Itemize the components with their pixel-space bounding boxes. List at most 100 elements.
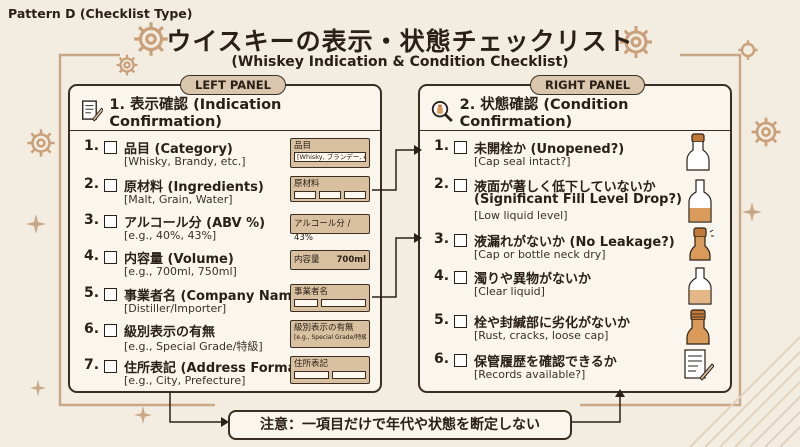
label-sample-title: 品目 [294,141,312,151]
item-label: 級別表示の有無 [124,325,216,340]
item-number: 6. [84,321,100,337]
checkbox[interactable] [104,360,117,373]
checkbox[interactable] [454,179,467,192]
label-sample-value: 700ml [336,255,366,265]
checkbox[interactable] [454,354,467,367]
checkbox[interactable] [454,141,467,154]
label-sample-sub: [Whisky, ブランデー, etc.] [294,151,366,162]
item-number: 3. [84,212,100,228]
label-sample-address: 住所表記 [290,356,370,384]
label-sample-grade: 級別表示の有無 [e.g., Special Grade/特級 [290,320,370,348]
records-document-icon [684,349,714,381]
gear-icon [738,40,758,60]
item-example: [Cap seal intact?] [474,155,571,168]
item-number: 5. [434,312,450,328]
bottle-fill-level-icon [688,179,712,223]
gear-icon [27,129,55,157]
item-label: 濁りや異物がないか [474,272,592,287]
right-panel-title: 2. 状態確認 (Condition Confirmation) [459,96,629,130]
pattern-tag: Pattern D (Checklist Type) [8,6,193,21]
item-example: [Rust, cracks, loose cap] [474,329,609,342]
item-label: アルコール分 (ABV %) [124,216,266,231]
page-subtitle: (Whiskey Indication & Condition Checklis… [231,54,569,70]
gear-icon [751,117,781,147]
item-example: [e.g., City, Prefecture] [124,374,246,387]
label-sample-category: 品目 [Whisky, ブランデー, etc.] [290,138,370,168]
item-label: 原材料 (Ingredients) [124,180,264,195]
item-label: 栓や封緘部に劣化がないか [474,316,631,331]
item-number: 1. [84,138,100,154]
bottle-cap-rust-icon [686,309,710,345]
item-label: 品目 (Category) [124,142,233,157]
left-panel-header: 1. 表示確認 (Indication Confirmation) [80,96,370,130]
document-pen-icon [82,100,104,122]
label-sample-sub: [e.g., Special Grade/特級 [294,333,366,341]
item-example: [Whisky, Brandy, etc.] [124,155,246,168]
item-number: 4. [434,268,450,284]
page-title: ウイスキーの表示・状態チェックリスト [166,27,634,56]
item-number: 2. [84,176,100,192]
label-sample-title: 原材料 [294,179,320,189]
item-number: 3. [434,231,450,247]
gear-icon [134,22,168,56]
checkbox[interactable] [454,271,467,284]
item-label-en: (Significant Fill Level Drop?) [474,192,682,207]
left-panel-title: 1. 表示確認 (Indication Confirmation) [109,96,282,130]
label-sample-abv: アルコール分 / 43% [290,214,370,243]
checkbox[interactable] [454,315,467,328]
right-panel-header: 2. 状態確認 (Condition Confirmation) [430,96,720,130]
bottle-clear-icon [688,267,712,305]
gear-icon [620,26,652,58]
item-example: [Cap or bottle neck dry] [474,248,606,261]
item-number: 7. [84,357,100,373]
right-panel-label: RIGHT PANEL [530,75,646,95]
caution-note: 注意：一項目だけで年代や状態を断定しない [228,410,572,440]
item-label: 未開栓か (Unopened?) [474,142,625,157]
bottle-neck-icon [689,227,714,261]
item-example: [Distiller/Importer] [124,302,227,315]
label-sample-title: 住所表記 [294,359,329,369]
item-example: [e.g., 700ml, 750ml] [124,265,237,278]
label-sample-title: 内容量 [294,255,320,265]
item-label: 住所表記 (Address Format) [124,361,309,376]
item-number: 4. [84,248,100,264]
label-sample-volume: 内容量 700ml [290,250,370,270]
sparkle-icon [26,214,46,234]
item-label: 保管履歴を確認できるか [474,355,617,370]
bottle-cap-sealed-icon [686,133,710,171]
checkbox[interactable] [104,141,117,154]
sparkle-icon [742,202,762,222]
gear-icon [116,54,138,76]
sparkle-icon [134,406,152,424]
left-panel-label: LEFT PANEL [180,75,286,95]
item-number: 2. [434,176,450,192]
checkbox[interactable] [104,324,117,337]
item-label: 事業者名 (Company Name) [124,289,307,304]
checkbox[interactable] [104,215,117,228]
item-number: 5. [84,285,100,301]
item-number: 1. [434,138,450,154]
item-label: 液面が著しく低下していないか [474,180,656,195]
label-sample-title: 級別表示の有無 [294,323,354,333]
checkbox[interactable] [104,179,117,192]
left-panel: LEFT PANEL 1. 表示確認 (Indication Confirmat… [68,75,382,393]
label-sample-ingredients: 原材料 [290,176,370,202]
checkbox[interactable] [104,288,117,301]
sparkle-icon [30,380,46,396]
item-label: 液漏れがないか (No Leakage?) [474,235,675,250]
item-example: [e.g., 40%, 43%] [124,229,217,242]
label-sample-company: 事業者名 [290,284,370,312]
item-example: [Clear liquid] [474,285,545,298]
item-label: 内容量 (Volume) [124,252,234,267]
magnifier-bottle-icon [431,100,453,122]
label-sample-title: 事業者名 [294,287,329,297]
item-example: [Low liquid level] [474,209,568,222]
item-example: [Records available?] [474,368,586,381]
right-panel: RIGHT PANEL 2. 状態確認 (Condition Confirmat… [418,75,732,393]
checkbox[interactable] [454,234,467,247]
checkbox[interactable] [104,251,117,264]
item-example: [e.g., Special Grade/特級] [124,340,263,353]
item-example: [Malt, Grain, Water] [124,193,233,206]
